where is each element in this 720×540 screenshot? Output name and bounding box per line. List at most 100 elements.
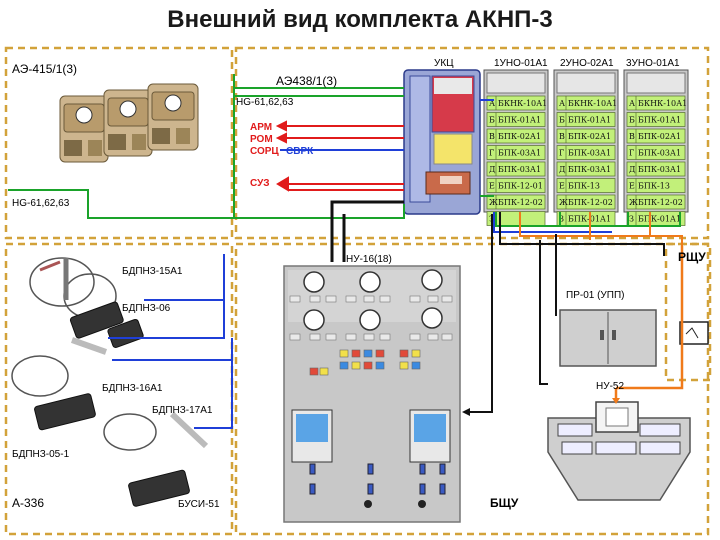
cabinet-cell-label: БПК-03А1 xyxy=(638,149,681,158)
cabinet-row-letter: В xyxy=(559,132,565,141)
cabinet-cell-label: БПК-03А1 xyxy=(498,149,541,158)
cabinet-row-letter: Д xyxy=(559,165,566,174)
cabinet-row-letter: В xyxy=(629,132,635,141)
cabinet-row-letter: Е xyxy=(559,182,565,191)
cabinet-indicator-panel xyxy=(556,72,616,94)
cabinet-row-letter: Е xyxy=(489,182,495,191)
cabinet-cell xyxy=(486,178,546,193)
cabinet-cell xyxy=(556,194,616,210)
ukts-cabinet xyxy=(403,69,481,215)
cabinet-cell xyxy=(556,128,616,144)
label-soru: СОРЦ xyxy=(250,146,279,157)
cabinet-cell-label: БПК-13 xyxy=(638,182,670,191)
cabinet-row-letter: Ж xyxy=(629,198,638,207)
cabinet-cell-label: БПК-02А1 xyxy=(638,132,681,141)
cabinet-row-letter: Д xyxy=(489,165,496,174)
cabinet-cell xyxy=(556,145,616,160)
label-nu52: НУ-52 xyxy=(596,381,625,392)
cabinet-row-letter: Е xyxy=(629,182,635,191)
cabinet-cell-label: БПК-01А1 xyxy=(568,116,611,125)
cabinet-cell xyxy=(486,145,546,160)
label-ng-left: НG-61,62,63 xyxy=(12,198,70,209)
label-ng-top: НG-61,62,63 xyxy=(236,97,294,108)
cabinet-cell xyxy=(626,194,686,210)
cabinet-cell-label: БПК-03А1 xyxy=(568,149,611,158)
cabinet-cell-label: БПК-12-02 xyxy=(498,198,543,207)
cabinet-cell xyxy=(486,194,546,210)
cabinet-row-letter: Ж xyxy=(559,198,568,207)
label-bdpn-16a1: БДПНЗ-16А1 xyxy=(102,383,163,394)
zone-rshu-frame xyxy=(664,242,712,382)
cabinet-cell xyxy=(556,95,616,111)
zone-ae438-frame xyxy=(234,46,710,240)
zone-label-rshu: РЩУ xyxy=(678,250,706,264)
zone-a336-frame xyxy=(4,242,234,536)
cabinet-cell xyxy=(486,95,546,111)
label-arm: АРМ xyxy=(250,122,273,133)
zone-label-bshu: БЩУ xyxy=(490,496,519,510)
page-title: Внешний вид комплекта АКНП-3 xyxy=(167,6,553,33)
cabinet-cell-label: БПК-13 xyxy=(568,182,600,191)
cabinet-cell-label: БПК-01А1 xyxy=(638,116,681,125)
cabinet-cell-label: БПК-03А1 xyxy=(498,165,541,174)
cabinet-cell-label: БПК-01А1 xyxy=(638,215,681,224)
label-svrk: СВРК xyxy=(286,146,314,157)
cabinet-row-letter: З xyxy=(629,215,634,224)
zone-label-a336: А-336 xyxy=(12,496,45,510)
cabinet-header-3: 3УНО-01А1 xyxy=(626,58,680,69)
cabinet-row-letter: В xyxy=(489,132,495,141)
cabinet-row-letter: А xyxy=(489,99,495,108)
label-bdpn-05-1: БДПНЗ-05-1 xyxy=(12,449,70,460)
cabinet-cell-label: БПК-01А1 xyxy=(498,116,541,125)
nu52-console xyxy=(547,401,691,501)
cabinet-cell xyxy=(556,178,616,193)
zone-label-ae438: АЭ438/1(3) xyxy=(276,74,338,88)
label-rom: РОМ xyxy=(250,134,273,145)
cabinet-cell xyxy=(626,112,686,127)
wires-bottom xyxy=(108,200,684,429)
cabinet-indicator-panel xyxy=(486,72,546,94)
label-busi-51: БУСИ-51 xyxy=(178,499,220,510)
cabinet-row-letter: Б xyxy=(629,116,635,125)
label-bdpn-17a1: БДПНЗ-17А1 xyxy=(152,405,213,416)
cabinet-cell-label: БПК-02А1 xyxy=(498,132,541,141)
zone-label-ukts: УКЦ xyxy=(434,58,454,69)
ae415-instruments xyxy=(59,83,199,163)
cabinet-cell-label: БКНК-10А1 xyxy=(638,99,687,108)
cabinet-cell xyxy=(626,95,686,111)
pr01-cabinet xyxy=(559,309,657,367)
cabinet-indicator-panel xyxy=(626,72,686,94)
label-bdpn-06: БДПНЗ-06 xyxy=(122,303,171,314)
cabinet-row-letter: Г xyxy=(559,149,564,158)
cabinet-row-letter: Б xyxy=(489,116,495,125)
cabinet-cell xyxy=(626,161,686,177)
cabinet-row-letter: А xyxy=(559,99,565,108)
cabinet-cell-label: БПК-12-02 xyxy=(638,198,683,207)
cabinet-cell xyxy=(556,161,616,177)
rshu-display xyxy=(679,321,709,345)
nu16-console xyxy=(283,265,461,523)
cabinet-cell xyxy=(486,161,546,177)
cabinet-row-letter: Г xyxy=(489,149,494,158)
cabinet-row-letter: А xyxy=(629,99,635,108)
cabinet-row-letter: З xyxy=(559,215,564,224)
cabinet-cell xyxy=(626,178,686,193)
cabinet-cell-label: БКНК-10А1 xyxy=(498,99,547,108)
label-nu16: НУ-16(18) xyxy=(346,254,392,265)
cabinet-cell-label: БКНК-10А1 xyxy=(568,99,617,108)
cabinet-cell xyxy=(486,128,546,144)
cabinet-cell-label: БПК-12-01 xyxy=(498,182,543,191)
label-suz: СУЗ xyxy=(250,178,270,189)
cabinet-cell xyxy=(626,145,686,160)
cabinet-header-2: 2УНО-02А1 xyxy=(560,58,614,69)
cabinet-cell-label: БПК-03А1 xyxy=(568,165,611,174)
zone-label-ae415: АЭ-415/1(3) xyxy=(12,62,78,76)
cabinet-cell-label: БПК-12-02 xyxy=(568,198,613,207)
cabinet-cell-label: БПК-02А1 xyxy=(568,132,611,141)
cabinet-cell xyxy=(626,128,686,144)
label-bdpn-15a1: БДПНЗ-15А1 xyxy=(122,266,183,277)
zone-ae415-frame xyxy=(4,46,234,240)
detectors xyxy=(11,257,209,507)
